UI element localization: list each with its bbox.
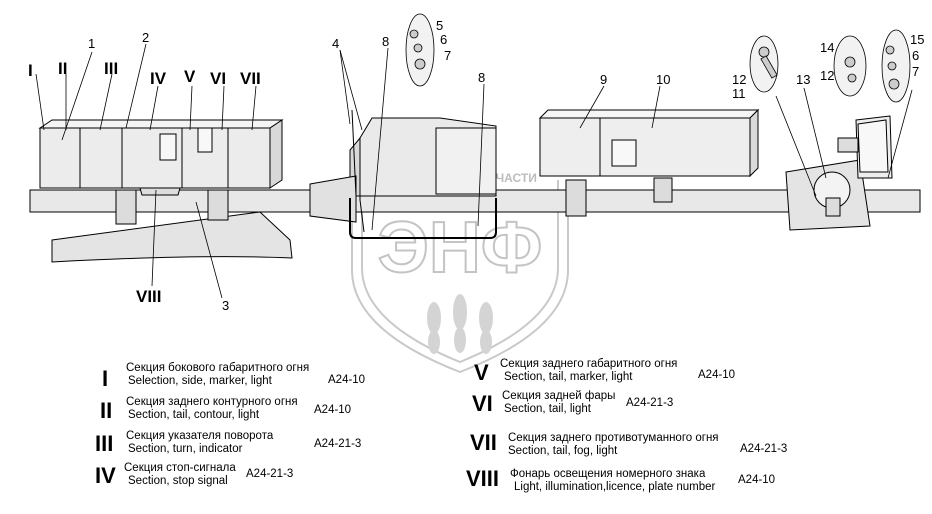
legend-code-VII: A24-21-3	[740, 443, 788, 455]
legend-code-IV: A24-21-3	[246, 468, 294, 480]
tag-VI: VI	[210, 69, 226, 88]
legend-roman-V: V	[474, 360, 489, 385]
callout-labels: 1 2 3 4 8 5 6 7 8 9 10 12 11 13 14 12 15…	[88, 18, 924, 313]
callout-4: 4	[332, 36, 339, 51]
callout-6-left: 6	[440, 32, 447, 47]
legend-en-IV: Section, stop signal	[128, 475, 228, 487]
callout-11: 11	[732, 86, 746, 101]
callout-15: 15	[910, 32, 924, 47]
watermark-logo-text: ЭНФ	[378, 208, 543, 288]
legend-roman-VIII: VIII	[466, 466, 500, 491]
legend-en-VII: Section, tail, fog, light	[508, 445, 618, 457]
tag-V: V	[184, 67, 196, 86]
legend-ru-VII: Секция заднего противотуманного огня	[508, 432, 719, 444]
legend-roman-VII: VII	[470, 430, 497, 455]
callout-8-center: 8	[478, 70, 485, 85]
legend-code-V: A24-10	[698, 369, 736, 381]
legend-code-II: A24-10	[314, 404, 352, 416]
callout-7-left: 7	[444, 48, 451, 63]
section-tags: I II III IV V VI VII VIII	[28, 59, 261, 306]
legend-en-III: Section, turn, indicator	[128, 443, 243, 455]
legend-roman-IV: IV	[95, 463, 116, 488]
callout-1: 1	[88, 36, 95, 51]
left-rear-lamp	[38, 119, 284, 196]
callout-7-right: 7	[912, 64, 919, 79]
legend-ru-V: Секция заднего габаритного огня	[500, 358, 678, 370]
callout-10: 10	[656, 72, 670, 87]
callout-6-right: 6	[912, 48, 919, 63]
callout-13: 13	[796, 72, 810, 87]
tag-IV: IV	[150, 69, 167, 88]
legend-en-I: Selection, side, marker, light	[128, 375, 272, 387]
legend-ru-II: Секция заднего контурного огня	[126, 396, 298, 408]
center-lamp-housing	[309, 109, 497, 239]
legend-ru-VI: Секция задней фары	[502, 390, 616, 402]
legend-code-VIII: A24-10	[738, 474, 776, 486]
tag-III: III	[104, 59, 118, 78]
legend-roman-II: II	[100, 398, 113, 423]
watermark-logo	[351, 180, 569, 374]
callout-2: 2	[142, 30, 149, 45]
tag-VIII: VIII	[136, 287, 162, 306]
plate-light-assembly	[785, 115, 893, 231]
legend-en-VI: Section, tail, light	[504, 403, 591, 415]
callout-9: 9	[600, 72, 607, 87]
bolt-detail-insets	[405, 13, 911, 103]
legend-roman-III: III	[95, 431, 114, 456]
tag-I: I	[28, 61, 33, 80]
leader-lines	[35, 43, 913, 299]
legend-code-III: A24-21-3	[314, 438, 362, 450]
legend-en-VIII: Light, illumination,licence, plate numbe…	[514, 481, 716, 493]
callout-12-right: 12	[820, 68, 834, 83]
legend-ru-VIII: Фонарь освещения номерного знака	[510, 468, 706, 480]
legend-code-I: A24-10	[328, 374, 366, 386]
tag-II: II	[58, 59, 67, 78]
callout-14: 14	[820, 40, 834, 55]
tag-VII: VII	[240, 69, 261, 88]
callout-8-left: 8	[382, 34, 389, 49]
legend-roman-VI: VI	[472, 391, 493, 416]
legend-en-V: Section, tail, marker, light	[504, 371, 633, 383]
callout-3: 3	[222, 298, 229, 313]
callout-5: 5	[436, 18, 443, 33]
chassis-frame	[29, 177, 921, 263]
legend-ru-I: Секция бокового габаритного огня	[126, 362, 310, 374]
legend-ru-III: Секция указателя поворота	[126, 430, 274, 442]
legend-roman-I: I	[102, 366, 109, 391]
right-lamp	[538, 108, 760, 178]
legend-ru-IV: Секция стоп-сигнала	[124, 462, 236, 474]
callout-12-left: 12	[732, 72, 746, 87]
legend-en-II: Section, tail, contour, light	[128, 409, 260, 421]
legend-code-VI: A24-21-3	[626, 397, 674, 409]
